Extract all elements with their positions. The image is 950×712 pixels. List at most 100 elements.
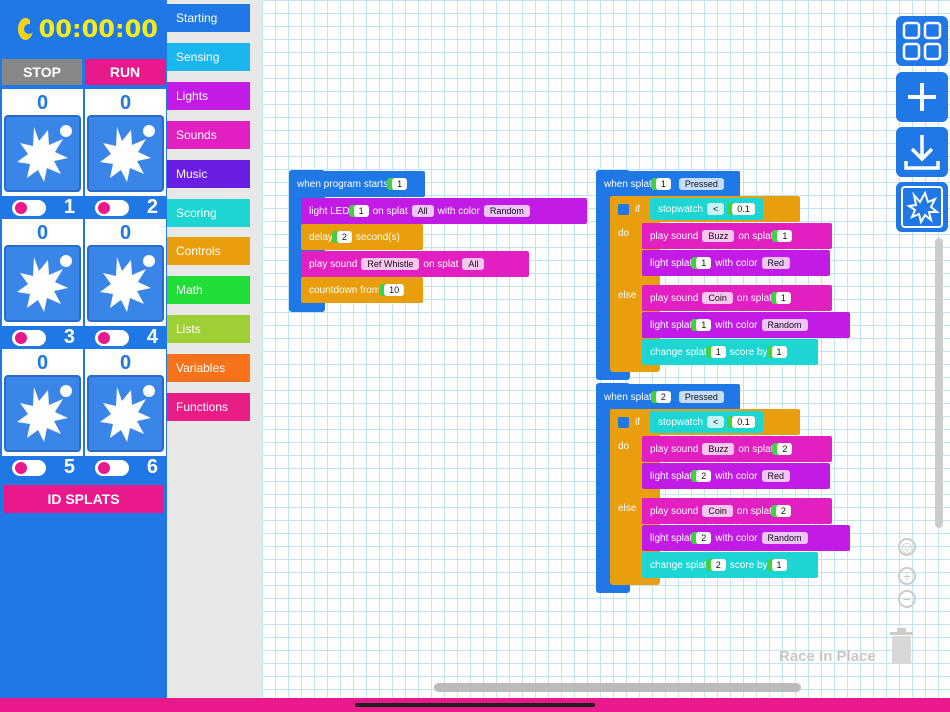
light-splat-block[interactable]: light splat 1 with color Red	[642, 250, 830, 276]
color-dropdown[interactable]: Random	[483, 205, 530, 217]
splat-tile[interactable]: 0 1	[2, 89, 83, 218]
when-program-starts-block[interactable]: when program starts 1	[289, 171, 425, 197]
vertical-scrollbar[interactable]	[935, 238, 943, 528]
splat-toggle[interactable]	[95, 460, 129, 476]
sound-dropdown[interactable]: Ref Whistle	[361, 258, 420, 270]
splat-field[interactable]: 1	[696, 257, 712, 269]
threshold-field[interactable]: 0.1	[732, 203, 755, 215]
download-button[interactable]	[896, 127, 948, 177]
splat-tile[interactable]: 0 2	[85, 89, 166, 218]
led-value-field[interactable]: 1	[353, 205, 369, 217]
zoom-out-icon[interactable]: −	[898, 590, 916, 608]
play-sound-block[interactable]: play sound Coin on splat 2	[642, 498, 832, 524]
color-dropdown[interactable]: Red	[761, 470, 791, 482]
light-led-block[interactable]: light LED 1 on splat All with color Rand…	[301, 198, 587, 224]
splat-button[interactable]	[896, 182, 948, 232]
change-score-block[interactable]: change splat 1 score by 1	[642, 339, 818, 365]
gear-icon[interactable]	[618, 416, 629, 428]
splat-field[interactable]: 2	[777, 443, 793, 455]
light-splat-block[interactable]: light splat 2 with color Random	[642, 525, 850, 551]
splat-field[interactable]: 2	[775, 505, 791, 517]
reset-timer-icon[interactable]	[18, 18, 35, 40]
stopwatch-compare[interactable]: stopwatch < 0.1	[650, 198, 763, 220]
if-condition-row[interactable]: if stopwatch < 0.1	[610, 196, 800, 222]
play-sound-block[interactable]: play sound Buzz on splat 2	[642, 436, 832, 462]
event-dropdown[interactable]: Pressed	[678, 391, 724, 403]
delay-field[interactable]: 2	[336, 231, 352, 243]
splat-dropdown[interactable]: All	[462, 258, 485, 270]
play-sound-block[interactable]: play sound Coin on splat 1	[642, 285, 832, 311]
color-dropdown[interactable]: Red	[761, 257, 791, 269]
grid-button[interactable]	[896, 16, 948, 66]
splat-dropdown[interactable]: All	[411, 205, 434, 217]
splat-icon[interactable]	[87, 375, 164, 452]
if-condition-row[interactable]: if stopwatch < 0.1	[610, 409, 800, 435]
splat-toggle[interactable]	[95, 200, 129, 216]
splat-field[interactable]: 2	[696, 532, 712, 544]
splat-icon[interactable]	[87, 245, 164, 322]
gear-icon[interactable]	[618, 203, 629, 215]
splat-toggle[interactable]	[12, 330, 46, 346]
sound-dropdown[interactable]: Buzz	[702, 443, 735, 455]
splat-tile[interactable]: 0 3	[2, 219, 83, 348]
category-lists[interactable]: Lists	[167, 315, 250, 344]
event-dropdown[interactable]: Pressed	[678, 178, 724, 190]
play-sound-block[interactable]: play sound Buzz on splat 1	[642, 223, 832, 249]
splat-field[interactable]: 1	[710, 346, 726, 358]
splat-icon[interactable]	[4, 115, 81, 192]
category-controls[interactable]: Controls	[167, 237, 250, 266]
operator-dropdown[interactable]: <	[707, 203, 725, 215]
zoom-in-icon[interactable]: +	[898, 567, 916, 585]
splat-icon[interactable]	[87, 115, 164, 192]
sound-dropdown[interactable]: Coin	[702, 505, 733, 517]
when-splat-block[interactable]: when splat 2 Pressed	[596, 384, 740, 410]
sound-dropdown[interactable]: Buzz	[702, 230, 735, 242]
countdown-block[interactable]: countdown from 10	[301, 277, 423, 303]
splat-tile[interactable]: 0 5	[2, 349, 83, 478]
light-splat-block[interactable]: light splat 2 with color Red	[642, 463, 830, 489]
run-button[interactable]: RUN	[85, 59, 165, 85]
score-field[interactable]: 1	[771, 346, 787, 358]
category-sensing[interactable]: Sensing	[167, 42, 250, 71]
splat-tile[interactable]: 0 4	[85, 219, 166, 348]
when-splat-block[interactable]: when splat 1 Pressed	[596, 171, 740, 197]
threshold-field[interactable]: 0.1	[732, 416, 755, 428]
splat-field[interactable]: 2	[710, 559, 726, 571]
splat-toggle[interactable]	[12, 200, 46, 216]
splat-tile[interactable]: 0 6	[85, 349, 166, 478]
score-field[interactable]: 1	[771, 559, 787, 571]
countdown-field[interactable]: 10	[384, 284, 405, 296]
play-sound-block[interactable]: play sound Ref Whistle on splat All	[301, 251, 529, 277]
category-functions[interactable]: Functions	[167, 393, 250, 421]
add-button[interactable]	[896, 72, 948, 122]
delay-block[interactable]: delay 2 second(s)	[301, 224, 423, 250]
light-splat-block[interactable]: light splat 1 with color Random	[642, 312, 850, 338]
stop-button[interactable]: STOP	[2, 59, 82, 85]
category-variables[interactable]: Variables	[167, 354, 250, 383]
category-math[interactable]: Math	[167, 276, 250, 305]
splat-icon[interactable]	[4, 245, 81, 322]
category-starting[interactable]: Starting	[167, 4, 250, 32]
recenter-icon[interactable]: ◎	[898, 538, 916, 556]
operator-dropdown[interactable]: <	[707, 416, 725, 428]
category-sounds[interactable]: Sounds	[167, 120, 250, 149]
category-music[interactable]: Music	[167, 159, 250, 188]
id-splats-button[interactable]: ID SPLATS	[4, 485, 163, 513]
workspace[interactable]: when program starts 1 light LED 1 on spl…	[262, 0, 950, 698]
splat-field[interactable]: 2	[655, 391, 671, 403]
splat-toggle[interactable]	[12, 460, 46, 476]
sound-dropdown[interactable]: Coin	[702, 292, 733, 304]
category-lights[interactable]: Lights	[167, 81, 250, 110]
color-dropdown[interactable]: Random	[761, 319, 808, 331]
trash-icon[interactable]	[888, 628, 915, 664]
splat-field[interactable]: 1	[655, 178, 671, 190]
splat-toggle[interactable]	[95, 330, 129, 346]
splat-field[interactable]: 2	[696, 470, 712, 482]
splat-field[interactable]: 1	[777, 230, 793, 242]
stopwatch-compare[interactable]: stopwatch < 0.1	[650, 411, 763, 433]
category-scoring[interactable]: Scoring	[167, 198, 250, 227]
horizontal-scrollbar[interactable]	[434, 683, 801, 692]
splat-field[interactable]: 1	[775, 292, 791, 304]
splat-icon[interactable]	[4, 375, 81, 452]
change-score-block[interactable]: change splat 2 score by 1	[642, 552, 818, 578]
